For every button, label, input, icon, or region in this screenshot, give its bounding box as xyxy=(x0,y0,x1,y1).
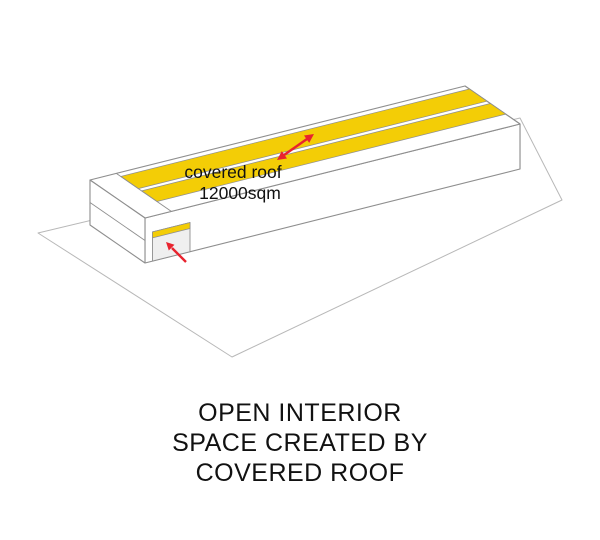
roof-span-arrow-icon xyxy=(277,134,314,160)
roof-label-line2: 12000sqm xyxy=(199,183,281,203)
roof-span-arrow-head-upper xyxy=(304,134,314,143)
entrance-arrow-icon xyxy=(166,242,187,263)
entrance-arrow-shaft xyxy=(171,247,187,263)
roof-step-line xyxy=(116,173,172,212)
roof-span-arrow-head-lower xyxy=(277,151,287,160)
entrance-roof-underside xyxy=(152,222,191,239)
caption-line: SPACE CREATED BY xyxy=(172,429,428,457)
left-end-step-line xyxy=(89,202,146,241)
roof-label-line1: covered roof xyxy=(184,162,281,182)
roof-span-arrow-shaft xyxy=(282,137,309,157)
caption-line: COVERED ROOF xyxy=(195,459,405,487)
caption-line: OPEN INTERIOR xyxy=(198,399,402,427)
entrance-arrow-head xyxy=(166,242,175,251)
caption: OPEN INTERIOR SPACE CREATED BY COVERED R… xyxy=(0,398,600,488)
